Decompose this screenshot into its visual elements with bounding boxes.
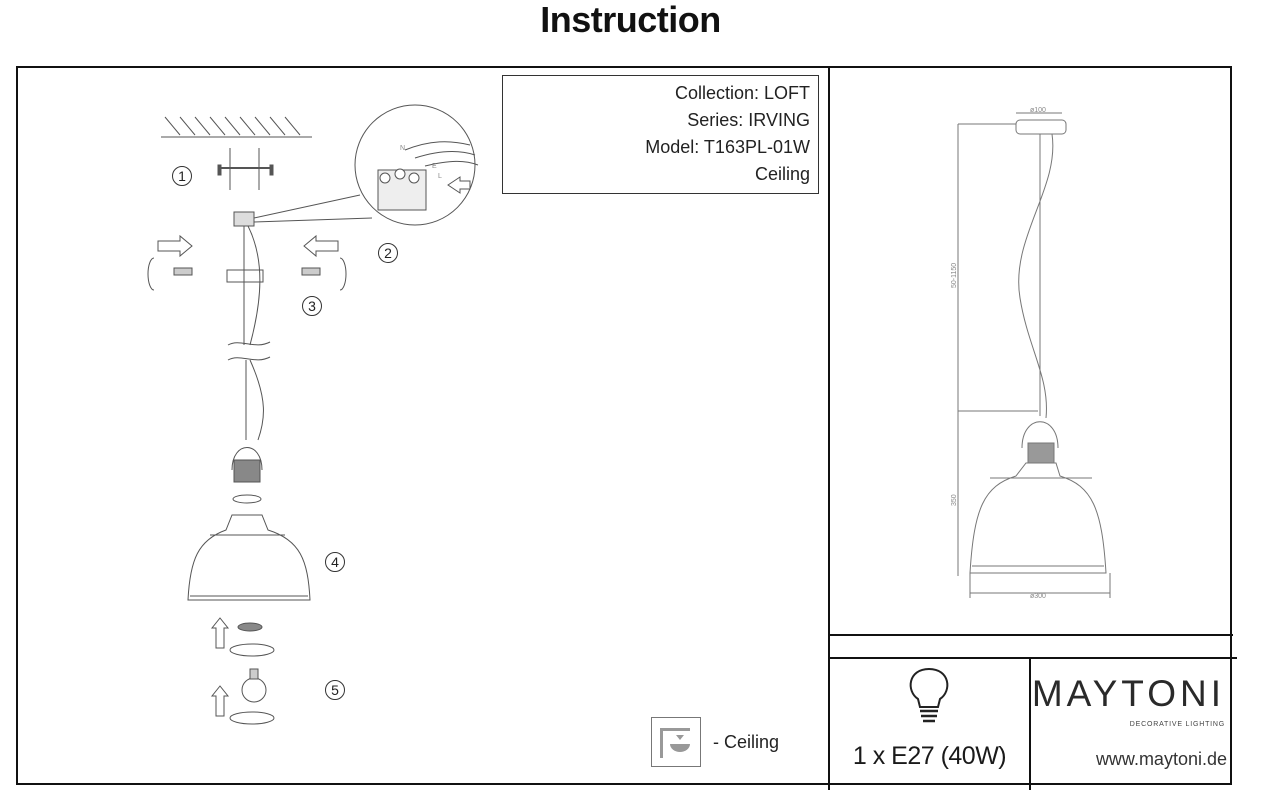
retaining-ring-icon xyxy=(237,622,263,632)
spec-model: Model: T163PL-01W xyxy=(645,137,810,157)
arrow-up-icon xyxy=(210,685,230,717)
table-divider-bottom xyxy=(828,657,1237,659)
spec-series: Series: IRVING xyxy=(687,110,810,130)
cable-length-label: 50-1150 xyxy=(951,263,958,288)
ceiling-hatch xyxy=(161,116,312,138)
spec-collection: Collection: LOFT xyxy=(674,83,810,103)
mounting-bracket-icon xyxy=(217,148,274,190)
ceiling-mount-icon xyxy=(651,717,701,767)
panel-divider xyxy=(828,66,830,790)
brand-logo: MAYTONI xyxy=(1031,673,1225,714)
shade-diameter-label: ø300 xyxy=(1030,593,1046,600)
table-divider-top xyxy=(828,634,1233,636)
brand-website[interactable]: www.maytoni.de xyxy=(1095,749,1227,769)
step-3-badge: 3 xyxy=(302,296,322,316)
screw-icon xyxy=(173,267,193,276)
wiring-detail-callout xyxy=(354,104,476,226)
assembly-diagram: N E L xyxy=(147,104,479,725)
rotate-icon xyxy=(339,257,347,291)
arrow-right-icon xyxy=(157,234,193,258)
canopy-diameter-label: ø100 xyxy=(1030,107,1046,114)
light-bulb-icon xyxy=(909,667,949,723)
wiring-label-l: L xyxy=(438,173,442,180)
holder-bracket-icon xyxy=(1021,421,1059,449)
rotate-icon xyxy=(147,257,155,291)
rotate-icon xyxy=(229,643,275,657)
lamp-height-label: 350 xyxy=(951,494,958,506)
bulb-spec-label: 1 x E27 (40W) xyxy=(852,742,1007,770)
table-cell-divider xyxy=(1029,657,1031,790)
terminal-block-icon xyxy=(233,211,255,227)
page-title: Instruction xyxy=(540,0,721,40)
wiring-label-n: N xyxy=(400,145,405,152)
spec-box: Collection: LOFT Series: IRVING Model: T… xyxy=(502,75,819,194)
step-2-badge: 2 xyxy=(378,243,398,263)
lamp-shade-icon xyxy=(969,462,1107,574)
spec-mount: Ceiling xyxy=(754,164,810,184)
arrow-icon xyxy=(447,176,471,194)
arrow-left-icon xyxy=(303,234,339,258)
lamp-shade-icon xyxy=(187,514,311,601)
bulb-icon xyxy=(241,677,267,703)
arrow-up-icon xyxy=(210,617,230,649)
bulb-spec-cell: 1 x E27 (40W) xyxy=(830,659,1029,785)
dimension-drawing: ø100 50-1150 350 ø300 xyxy=(951,107,1111,600)
brand-cell: MAYTONI DECORATIVE LIGHTING www.maytoni.… xyxy=(1031,659,1231,785)
step-1-badge: 1 xyxy=(172,166,192,186)
step-4-badge: 4 xyxy=(325,552,345,572)
rotate-icon xyxy=(229,711,275,725)
lamp-holder-icon xyxy=(1027,442,1055,464)
washer-icon xyxy=(232,494,262,504)
instruction-frame xyxy=(16,66,1232,785)
step-5-badge: 5 xyxy=(325,680,345,700)
canopy-icon xyxy=(1015,119,1067,135)
holder-bracket-icon xyxy=(231,447,263,471)
brand-tagline: DECORATIVE LIGHTING xyxy=(1129,721,1225,728)
lamp-holder-icon xyxy=(233,459,261,483)
screw-icon xyxy=(301,267,321,276)
legend-label: - Ceiling xyxy=(713,731,780,752)
legend: - Ceiling xyxy=(651,717,779,767)
wiring-label-e: E xyxy=(432,163,437,170)
